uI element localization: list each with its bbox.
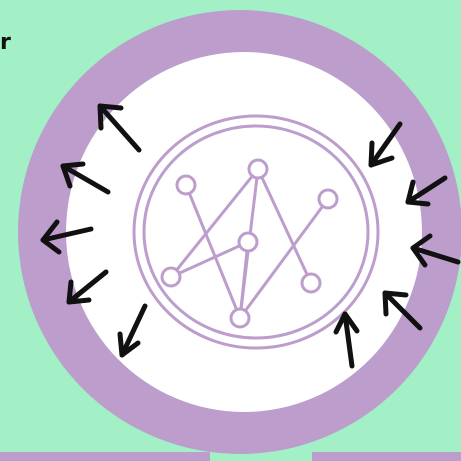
network-node (302, 274, 320, 292)
bottom-strip-segment (312, 452, 461, 461)
network-node (177, 176, 195, 194)
network-node (162, 268, 180, 286)
network-node (319, 190, 337, 208)
network-node (239, 233, 257, 251)
bottom-strip-segment (0, 452, 210, 461)
network-node (249, 160, 267, 178)
network-node (231, 309, 249, 327)
